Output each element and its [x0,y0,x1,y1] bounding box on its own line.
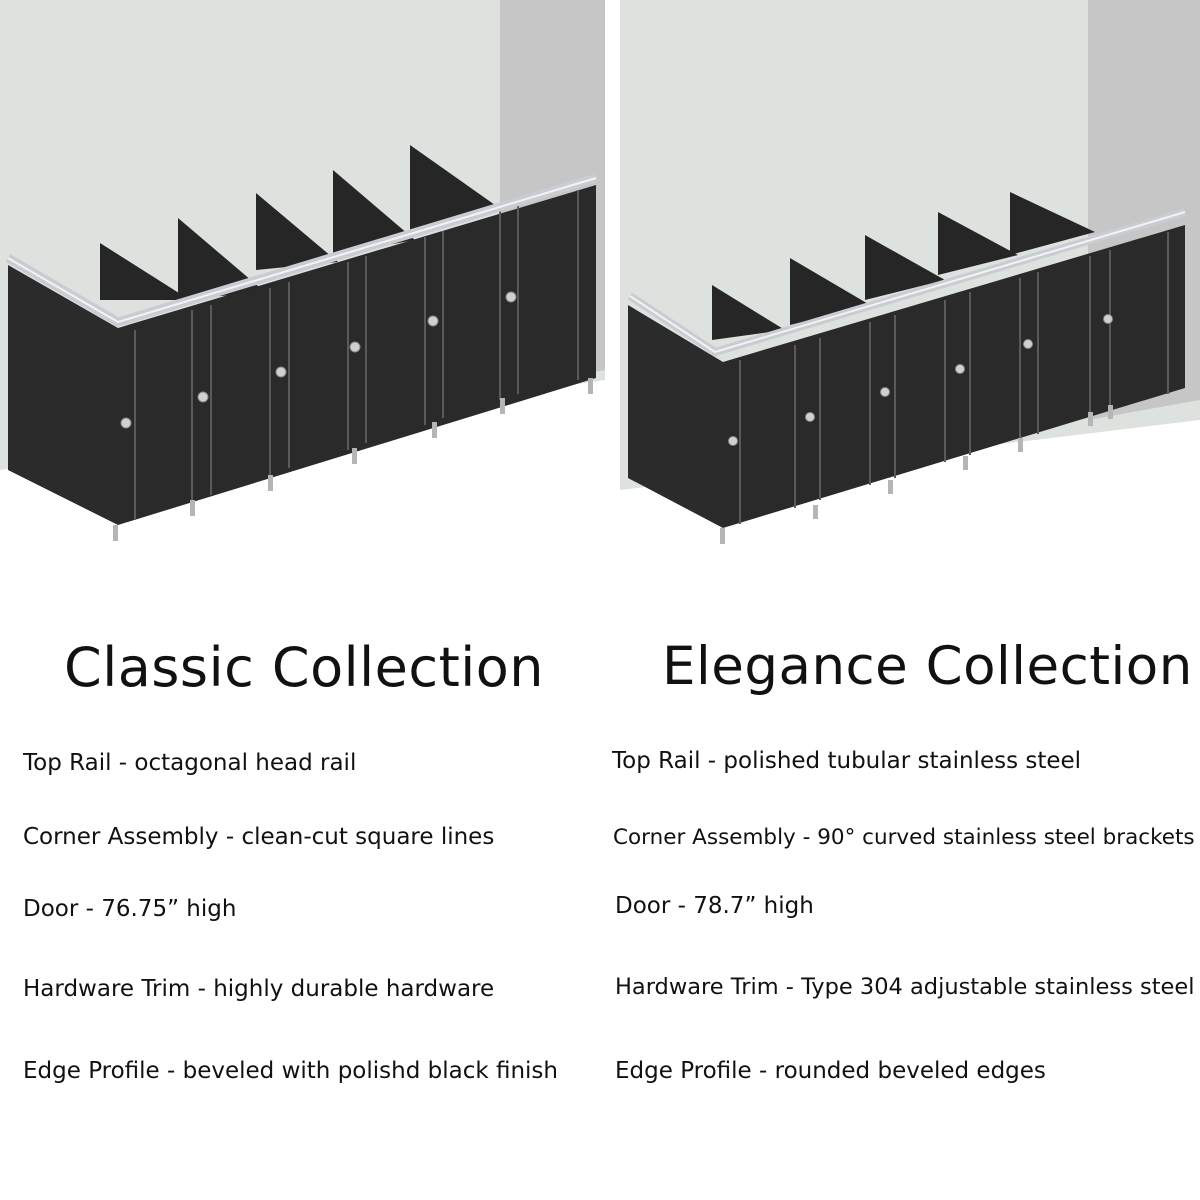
elegance-spec-corner-assembly: Corner Assembly - 90° curved stainless s… [613,825,1195,850]
elegance-spec-edge-profile: Edge Profile - rounded beveled edges [615,1058,1046,1084]
classic-illustration [0,0,605,600]
elegance-spec-hardware-trim: Hardware Trim - Type 304 adjustable stai… [615,974,1195,1000]
classic-spec-edge-profile: Edge Profile - beveled with polishd blac… [23,1058,558,1084]
classic-title: Classic Collection [64,636,545,699]
elegance-spec-door: Door - 78.7” high [615,893,814,919]
elegance-spec-top-rail: Top Rail - polished tubular stainless st… [612,748,1082,774]
classic-spec-top-rail: Top Rail - octagonal head rail [23,750,357,776]
classic-spec-door: Door - 76.75” high [23,896,237,922]
elegance-illustration [620,0,1200,600]
classic-spec-corner-assembly: Corner Assembly - clean-cut square lines [23,824,495,850]
classic-spec-hardware-trim: Hardware Trim - highly durable hardware [23,976,495,1002]
elegance-title: Elegance Collection [662,636,1193,697]
